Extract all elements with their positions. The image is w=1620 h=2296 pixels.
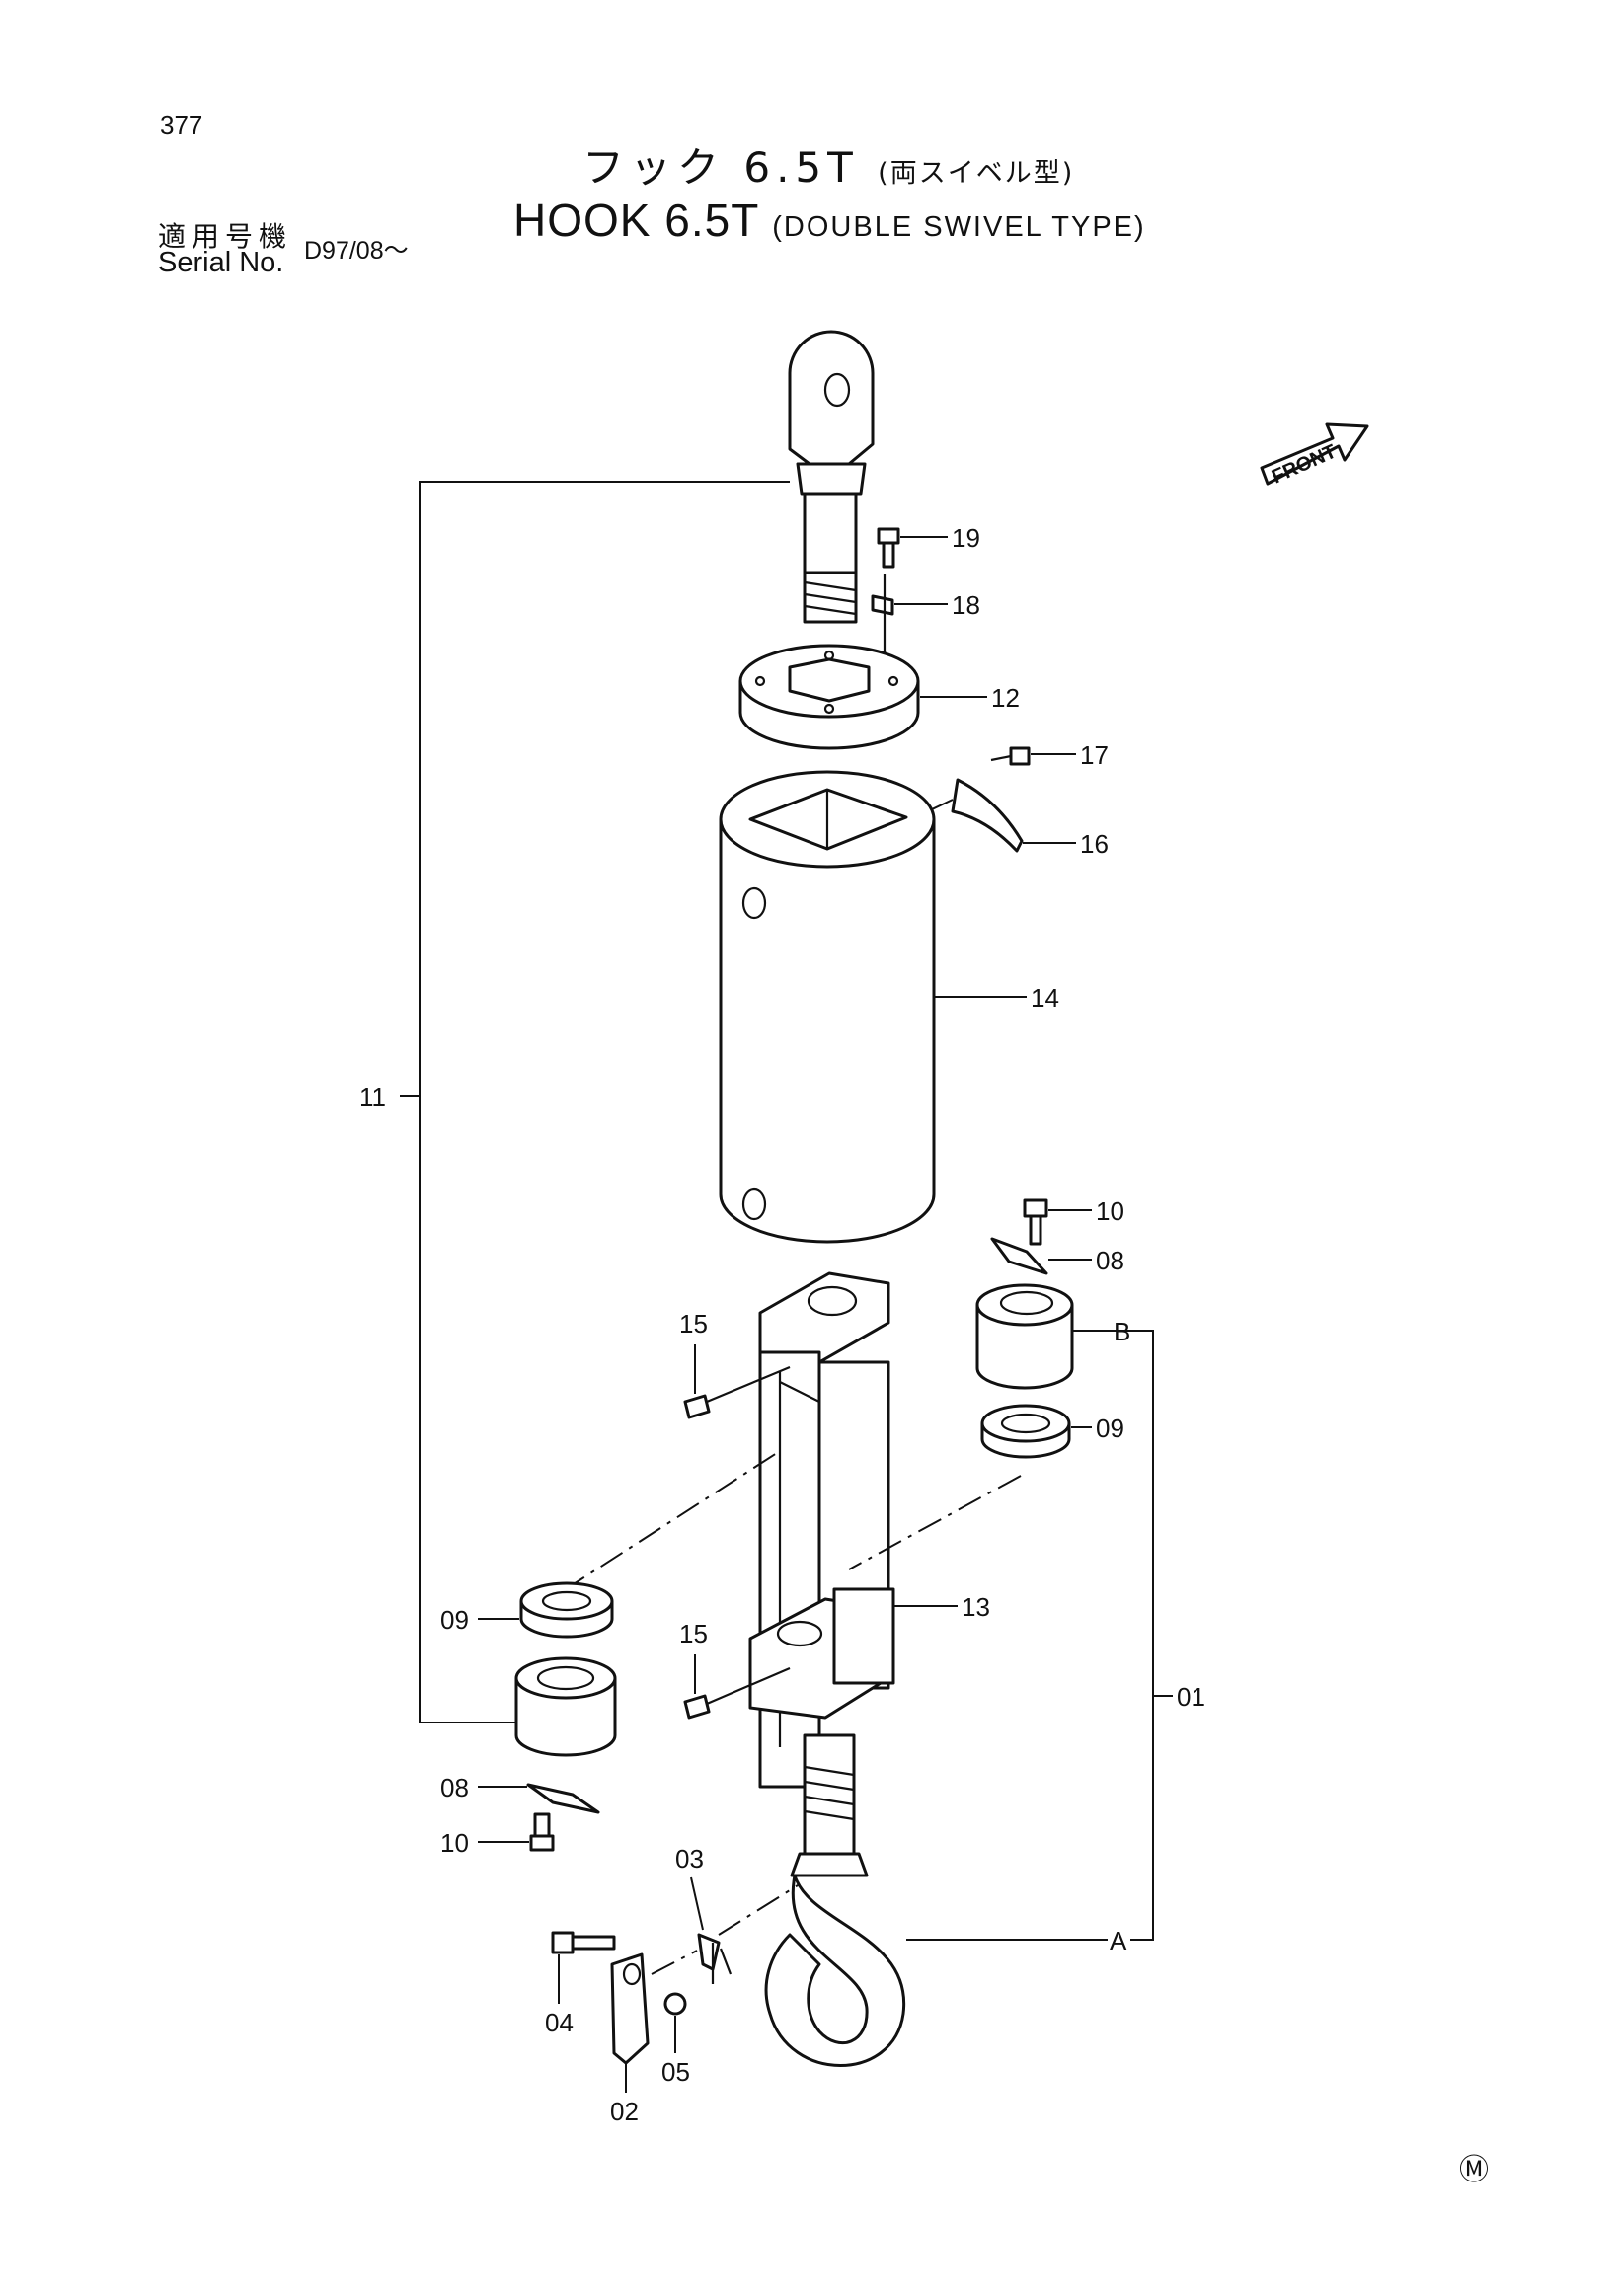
callout-10-bottom: 10 [440,1828,469,1858]
callout-17: 17 [1080,740,1109,770]
nut-05 [663,1992,687,2016]
callout-18: 18 [952,590,980,620]
screw-17 [990,746,1031,766]
thrust-bearing-09-bottom [519,1581,614,1639]
callout-15-top: 15 [679,1309,708,1339]
callout-02: 02 [610,2097,639,2126]
bracket-01 [1071,1330,1154,1941]
title-jp-main: フック 6.5T [582,143,859,191]
bolt-04 [551,1931,616,1954]
title-jp-sub: (両スイベル型) [878,158,1075,189]
callout-ref-a: A [1110,1926,1127,1955]
eye-bolt-part [788,330,875,624]
grease-nipple-15-top [683,1365,791,1419]
callout-08-bottom: 08 [440,1773,469,1802]
title-japanese: フック 6.5T (両スイベル型) [582,134,1074,194]
lock-plate-08-top [990,1237,1048,1275]
bolt-19 [877,527,900,569]
hook-part [764,1733,906,2067]
front-arrow-icon: FRONT [1260,422,1369,489]
mark-symbol: Ⓜ [1459,2154,1489,2186]
callout-13: 13 [962,1592,990,1622]
callout-12: 12 [991,683,1020,713]
callout-ref-b: B [1114,1317,1130,1346]
swivel-nut-bottom [514,1656,617,1757]
front-label: FRONT [1269,440,1340,488]
callout-03: 03 [675,1844,704,1874]
callout-19: 19 [952,523,980,553]
page-number: 377 [160,111,203,140]
bolt-10-bottom [529,1812,555,1852]
lock-plate-08-bottom [526,1783,600,1814]
callout-05: 05 [661,2057,690,2087]
hook-latch-02 [610,1952,650,2065]
callout-09-top: 09 [1096,1414,1124,1443]
bolt-10-top [1023,1198,1048,1246]
callout-01: 01 [1177,1682,1205,1712]
callout-09-bottom: 09 [440,1605,469,1635]
callout-15-bottom: 15 [679,1619,708,1648]
callout-04: 04 [545,2008,574,2037]
title-en-main: HOOK 6.5T [513,194,759,246]
swivel-nut-top [975,1283,1074,1390]
callout-08-top: 08 [1096,1246,1124,1275]
retainer-ring-12 [738,644,920,750]
bracket-11 [419,481,790,1723]
thrust-bearing-09-top [980,1404,1071,1459]
grease-nipple-15-bottom [683,1666,791,1720]
callout-16: 16 [1080,829,1109,859]
serial-value: D97/08～ [304,237,409,265]
spring-clip-03 [697,1933,733,1984]
serial-label-jp: 適用号機 [158,220,293,253]
callout-10-top: 10 [1096,1196,1124,1226]
frame-13 [748,1271,895,1789]
title-english: HOOK 6.5T (DOUBLE SWIVEL TYPE) [513,193,1146,247]
serial-label-en: Serial No. [158,247,284,278]
title-en-sub: (DOUBLE SWIVEL TYPE) [772,211,1146,243]
callout-14: 14 [1031,983,1059,1013]
callout-11: 11 [359,1082,386,1111]
cylinder-cover-14 [719,770,936,1244]
